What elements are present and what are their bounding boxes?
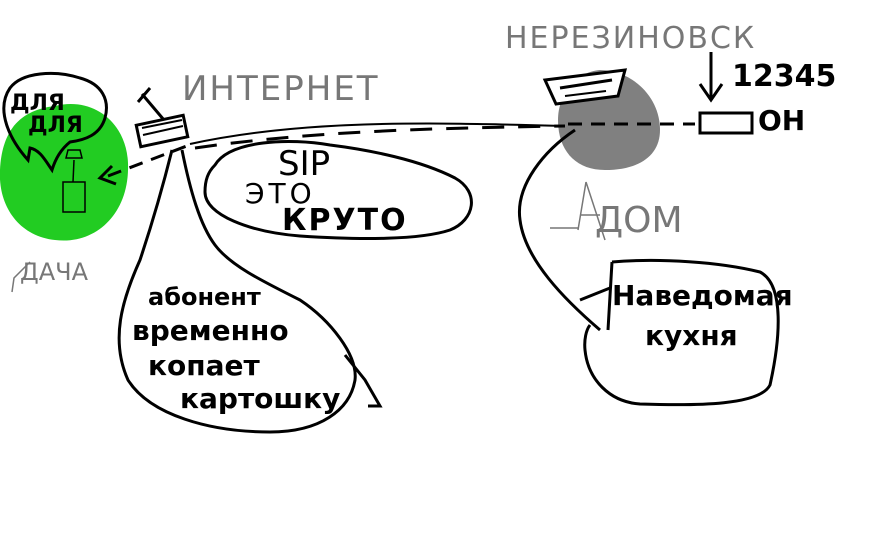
sip-line-1: SIP	[278, 144, 330, 184]
abonent-bubble	[117, 149, 357, 434]
dacha-label-mark	[11, 261, 31, 293]
link-arrowhead	[97, 164, 117, 186]
sip-line-2: ЭТО	[245, 177, 316, 210]
kitchen-line-2: кухня	[645, 319, 738, 352]
abonent-line-1: абонент	[148, 283, 261, 311]
abonent-line-2: временно	[132, 314, 289, 347]
sip-bubble	[203, 140, 473, 240]
dacha-label: ДАЧА	[20, 258, 89, 286]
abonent-line-3: копает	[148, 349, 260, 382]
dacha-area	[0, 104, 129, 241]
home-label: ДОМ	[595, 200, 683, 241]
internet-label: ИНТЕРНЕТ	[182, 69, 380, 109]
kitchen-connector	[579, 286, 611, 302]
link-router-home-dash	[194, 124, 566, 150]
cordless-phone-icon	[62, 149, 86, 213]
link-dacha-router	[107, 142, 193, 178]
kitchen-line-1: Наведомая	[612, 279, 793, 312]
link-router-home	[189, 122, 566, 145]
telephone-icon	[542, 68, 628, 106]
village-label: НЕРЕЗИНОВСК	[505, 21, 756, 56]
device-box-icon	[698, 111, 754, 135]
router-icon	[134, 113, 190, 149]
bubble-line-2: ДЛЯ	[28, 113, 83, 138]
abonent-tail	[343, 354, 383, 408]
code-label: 12345	[732, 59, 836, 94]
bubble-line-1: ДЛЯ	[10, 91, 65, 116]
kitchen-bubble	[517, 128, 780, 407]
down-arrow-icon	[698, 52, 724, 103]
antenna-icon	[136, 87, 166, 121]
abonent-line-4: картошку	[180, 382, 340, 415]
speech-bubble-dacha	[2, 71, 108, 174]
home-label-mark	[550, 181, 606, 241]
on-label: ОН	[758, 104, 805, 137]
sip-line-3: КРУТО	[282, 203, 408, 238]
